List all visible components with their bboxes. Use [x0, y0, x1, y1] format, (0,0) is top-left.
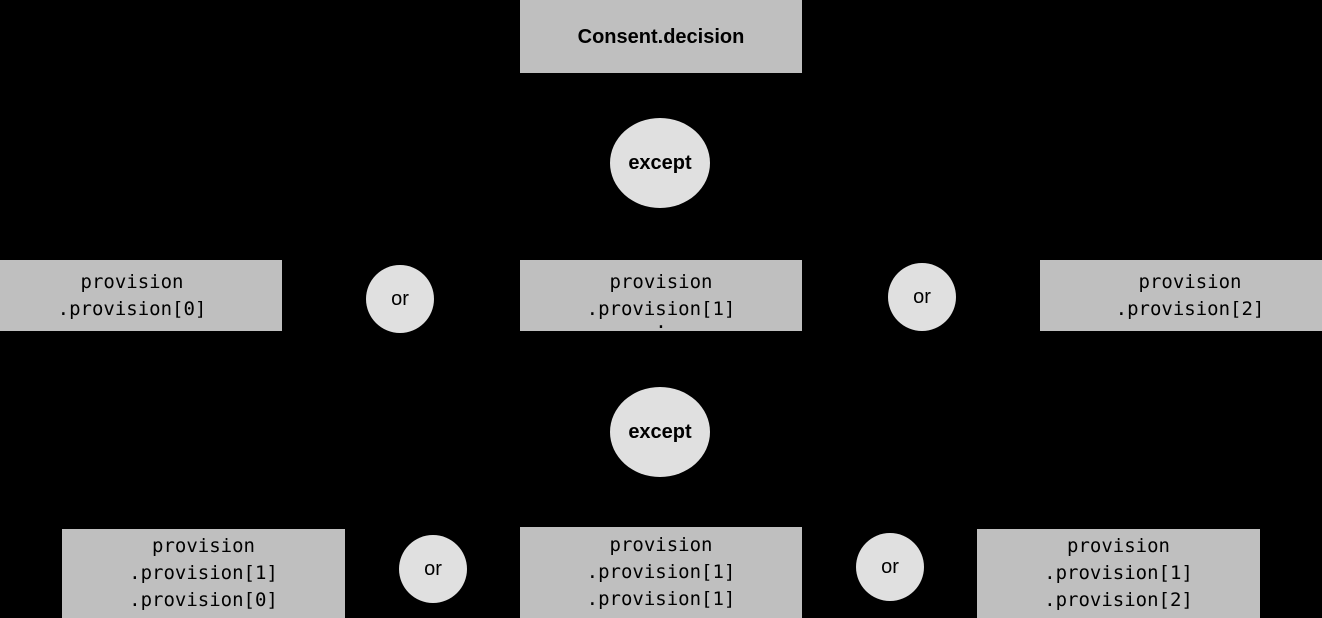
operator-or-2[interactable]: or [888, 263, 956, 331]
operator-or-2-label: or [913, 286, 931, 308]
node-provision-1-1[interactable]: provision .provision[1] .provision[1] [520, 527, 802, 618]
node-provision-2[interactable]: provision .provision[2] [1040, 260, 1322, 331]
node-provision-1-0-label: provision .provision[1] .provision[0] [129, 535, 278, 611]
clip-dot-top: . [655, 244, 667, 260]
node-consent-decision-label: Consent.decision [577, 25, 745, 48]
node-provision-2-label: provision .provision[2] [1115, 270, 1265, 320]
operator-or-1[interactable]: or [366, 265, 434, 333]
node-provision-1-1-label: provision .provision[1] .provision[1] [586, 534, 736, 610]
node-provision-1-0[interactable]: provision .provision[1] .provision[0] [62, 529, 345, 618]
node-provision-0-label: provision .provision[0] [57, 270, 207, 320]
clip-dot-bottom-glyph: . [655, 314, 667, 330]
operator-or-1-label: or [391, 288, 409, 310]
operator-except-top-label: except [628, 152, 692, 174]
operator-except-top[interactable]: except [610, 118, 710, 208]
node-provision-1-label: provision .provision[1] [586, 270, 736, 320]
node-provision-1-2[interactable]: provision .provision[1] .provision[2] [977, 529, 1260, 618]
operator-or-3[interactable]: or [399, 535, 467, 603]
node-provision-0[interactable]: provision .provision[0] [0, 260, 282, 331]
node-provision-1[interactable]: provision .provision[1] [520, 260, 802, 331]
operator-or-4[interactable]: or [856, 533, 924, 601]
clip-dot-top-glyph: . [655, 244, 667, 260]
node-provision-1-2-label: provision .provision[1] .provision[2] [1044, 535, 1193, 611]
node-consent-decision[interactable]: Consent.decision [520, 0, 802, 73]
operator-except-middle[interactable]: except [610, 387, 710, 477]
operator-except-middle-label: except [628, 421, 692, 443]
operator-or-4-label: or [881, 556, 899, 578]
operator-or-3-label: or [424, 558, 442, 580]
clip-dot-bottom: . [655, 314, 667, 330]
